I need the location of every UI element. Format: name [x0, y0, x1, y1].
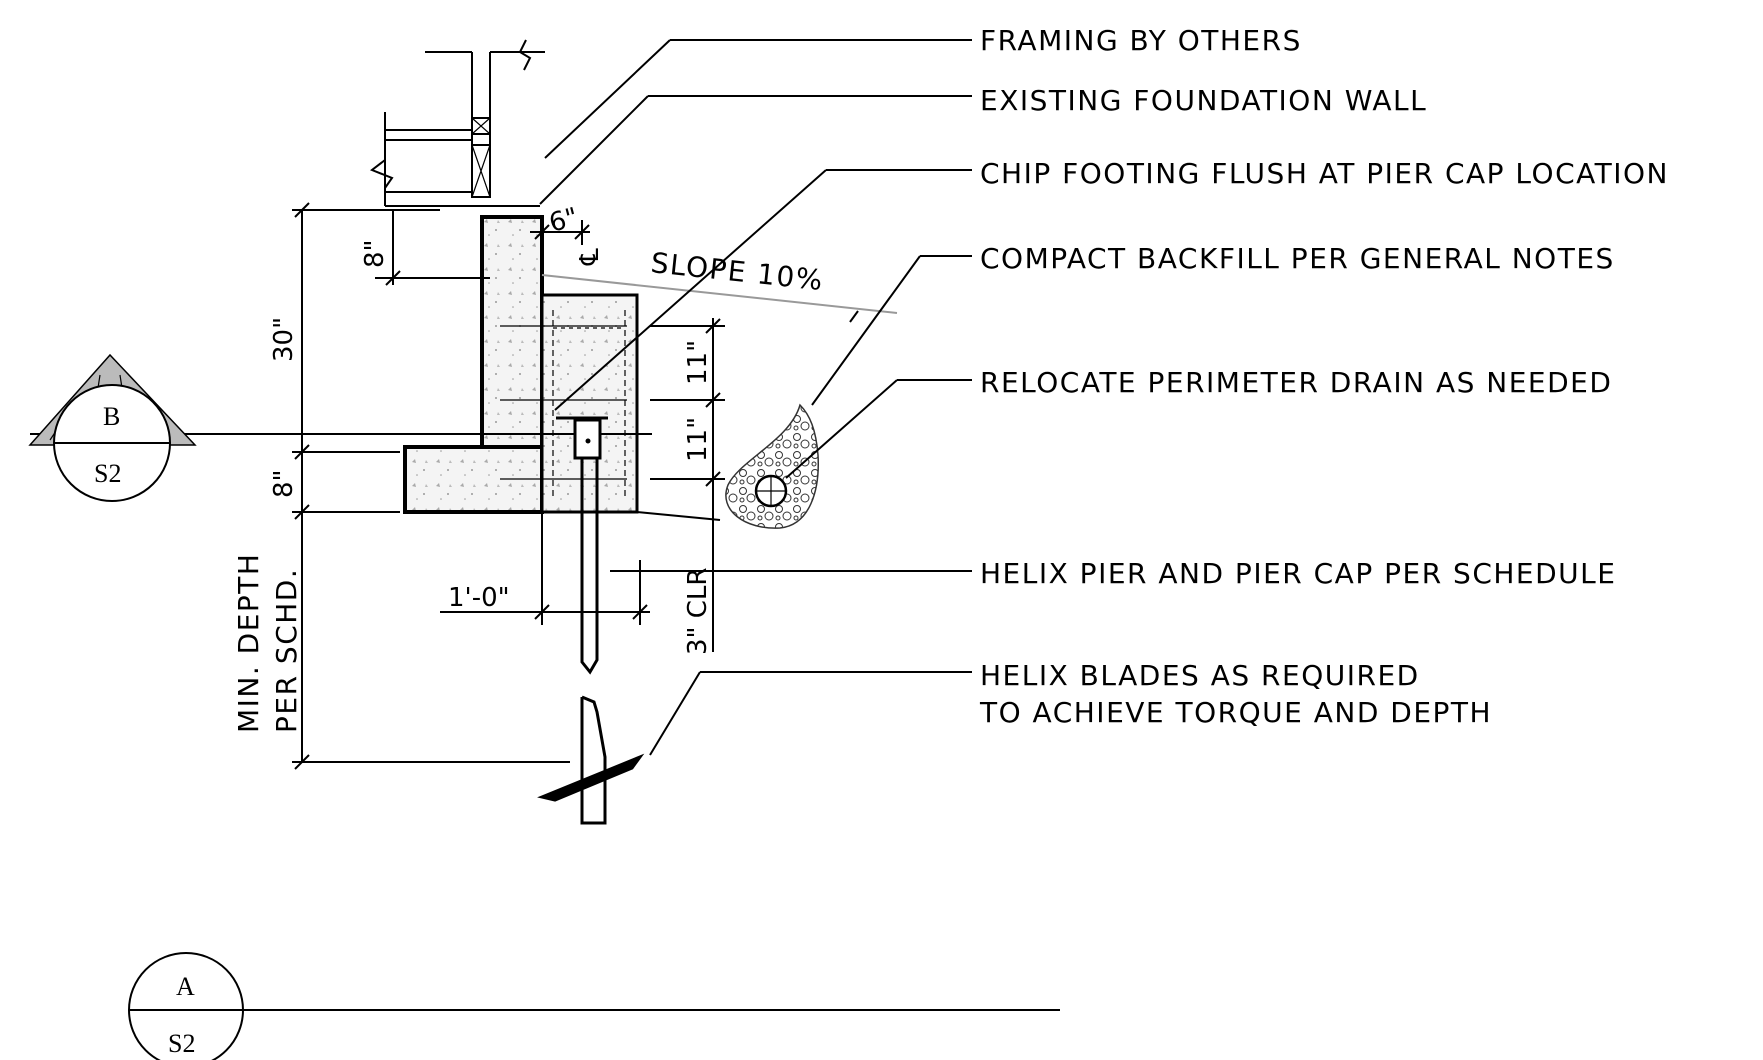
dim-one-foot: 1'-0" [448, 583, 510, 613]
section-b-letter: B [103, 402, 120, 431]
dim-min-depth-line1: MIN. DEPTH [232, 553, 265, 733]
note-foundation-wall: EXISTING FOUNDATION WALL [980, 84, 1427, 117]
note-chip-footing: CHIP FOOTING FLUSH AT PIER CAP LOCATION [980, 157, 1669, 190]
note-helix-blades-line1: HELIX BLADES AS REQUIRED [980, 659, 1420, 692]
note-helix-pier: HELIX PIER AND PIER CAP PER SCHEDULE [980, 557, 1616, 590]
dim-thirty-inch: 30" [269, 317, 299, 362]
framing-geometry [369, 39, 545, 207]
footing-bottom-extension [636, 511, 721, 521]
section-a-letter: A [176, 972, 195, 1001]
slope-arrow [849, 310, 859, 323]
gravel-pocket [725, 403, 819, 529]
section-b-sheet: S2 [94, 459, 121, 488]
helix-blade [537, 753, 645, 802]
dim-eight-inch-footing: 8" [269, 469, 299, 498]
dim-min-depth-line2: PER SCHD. [270, 568, 303, 733]
section-a-sheet: S2 [168, 1029, 195, 1058]
perimeter-drain [754, 474, 788, 508]
section-marker-a: A S2 [128, 952, 1060, 1060]
dim-eleven-inch-lower: 11" [683, 417, 713, 462]
dim-six-inch: 6" [546, 202, 581, 238]
pier-cap-block [500, 293, 639, 514]
dim-eleven-inch-upper: 11" [683, 340, 713, 385]
note-backfill: COMPACT BACKFILL PER GENERAL NOTES [980, 242, 1615, 275]
note-perimeter-drain: RELOCATE PERIMETER DRAIN AS NEEDED [980, 366, 1612, 399]
helix-pier-shaft [573, 418, 607, 825]
dim-eight-inch-top: 8" [360, 239, 390, 268]
dim-three-inch-clear: 3" CLR [683, 568, 713, 655]
section-marker-b: B S2 [28, 353, 197, 502]
centerline-symbol: ℄ [575, 248, 605, 266]
slope-line [541, 274, 898, 314]
leader-lines [539, 39, 972, 756]
dimension-lines [292, 202, 725, 770]
note-framing: FRAMING BY OTHERS [980, 24, 1302, 57]
note-helix-blades-line2: TO ACHIEVE TORQUE AND DEPTH [979, 696, 1492, 729]
